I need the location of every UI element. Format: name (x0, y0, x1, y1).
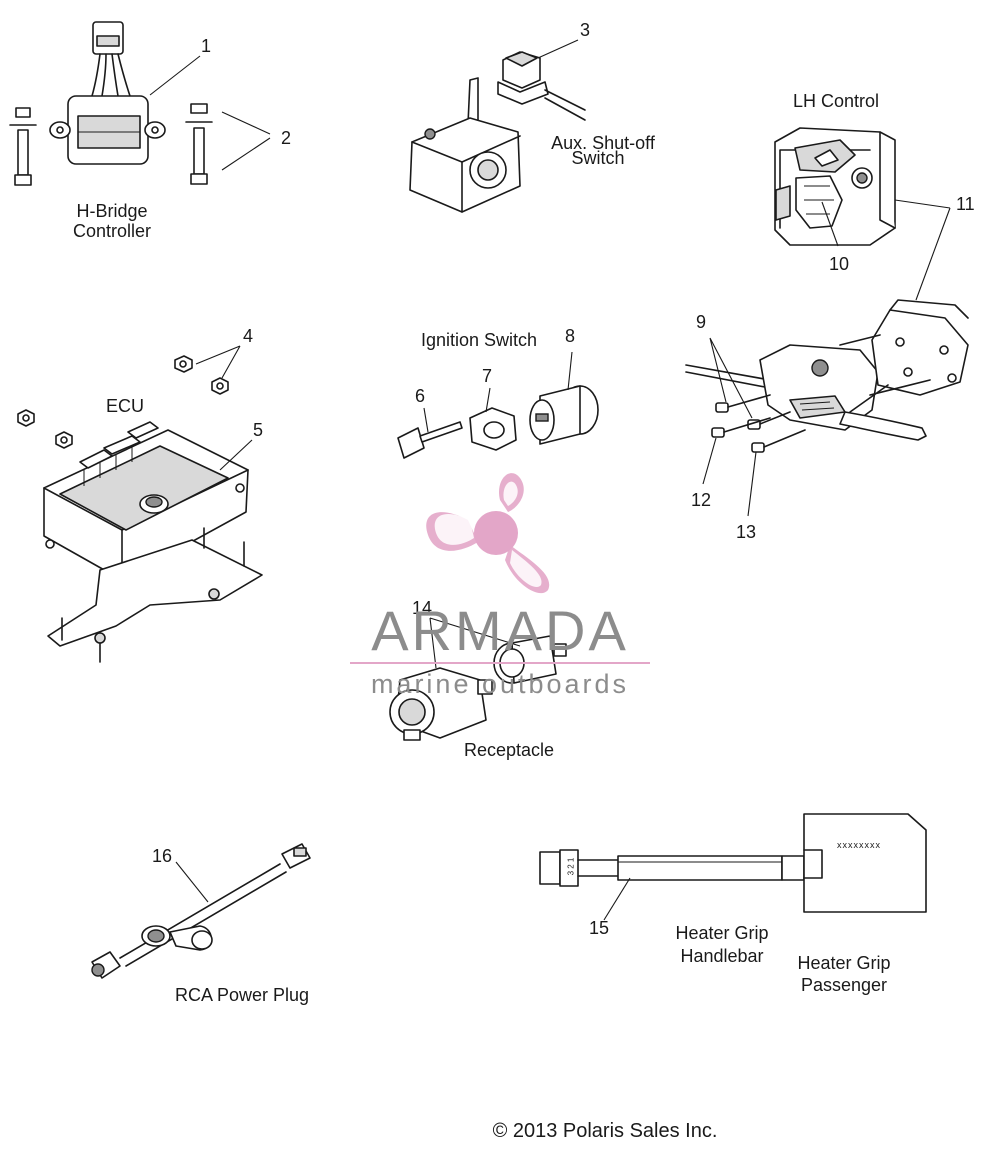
small-screws (711, 394, 806, 453)
ignition-switch-barrel (529, 385, 599, 445)
caption-aux-switch-line1: Aux. Shut-off (551, 133, 655, 153)
heater-pad-marking: xxxxxxxx (837, 840, 881, 850)
watermark-propeller-logo (426, 473, 550, 594)
caption-ignition-switch: Ignition Switch (420, 330, 538, 350)
part-number-5: 5 (253, 420, 264, 440)
heater-grip (539, 813, 927, 913)
ignition-nut (469, 407, 517, 451)
part-number-16: 16 (152, 846, 173, 866)
caption-h-bridge-line1: H-Bridge (76, 201, 148, 221)
caption-heater-grip-handlebar-line1: Heater Grip (675, 923, 769, 943)
receptacle (389, 635, 567, 741)
caption-h-bridge-line2: Controller (72, 221, 152, 241)
caption-aux-switch-line2: Switch (571, 148, 625, 168)
part-number-7: 7 (482, 366, 493, 386)
caption-receptacle: Receptacle (463, 740, 555, 760)
copyright-notice: © 2013 Polaris Sales Inc. (492, 1120, 718, 1142)
part-number-12: 12 (691, 490, 712, 510)
part-number-6: 6 (415, 386, 426, 406)
lh-control-housing (774, 127, 896, 246)
part-number-1: 1 (201, 36, 212, 56)
part-number-8: 8 (565, 326, 576, 346)
watermark-brand: ARMADA (371, 599, 629, 662)
watermark-tagline: marine outboards (370, 669, 630, 699)
nuts (17, 355, 229, 449)
part-number-15: 15 (589, 918, 610, 938)
aux-shut-off-switch (409, 51, 586, 213)
part-number-13: 13 (736, 522, 757, 542)
ecu (43, 421, 263, 663)
caption-heater-grip-passenger-line1: Heater Grip (797, 953, 891, 973)
caption-ecu: ECU (105, 396, 144, 416)
rca-power-plug (91, 843, 311, 979)
bolts (9, 103, 213, 186)
part-number-4: 4 (243, 326, 254, 346)
part-number-11: 11 (956, 194, 975, 214)
lh-control-lever-assembly (685, 299, 969, 441)
caption-heater-grip-handlebar-line2: Handlebar (680, 946, 764, 966)
part-number-10: 10 (829, 254, 850, 274)
caption-heater-grip-passenger-line2: Passenger (800, 975, 888, 995)
h-bridge-controller (49, 21, 166, 165)
caption-lh-control: LH Control (792, 91, 880, 111)
caption-rca-power-plug: RCA Power Plug (174, 985, 310, 1005)
ignition-key (397, 421, 463, 459)
connector-marking: 3 2 1 (566, 857, 576, 876)
watermark-divider (350, 662, 650, 664)
part-number-2: 2 (281, 128, 292, 148)
part-number-9: 9 (696, 312, 707, 332)
part-number-3: 3 (580, 20, 591, 40)
part-number-14: 14 (412, 598, 433, 618)
